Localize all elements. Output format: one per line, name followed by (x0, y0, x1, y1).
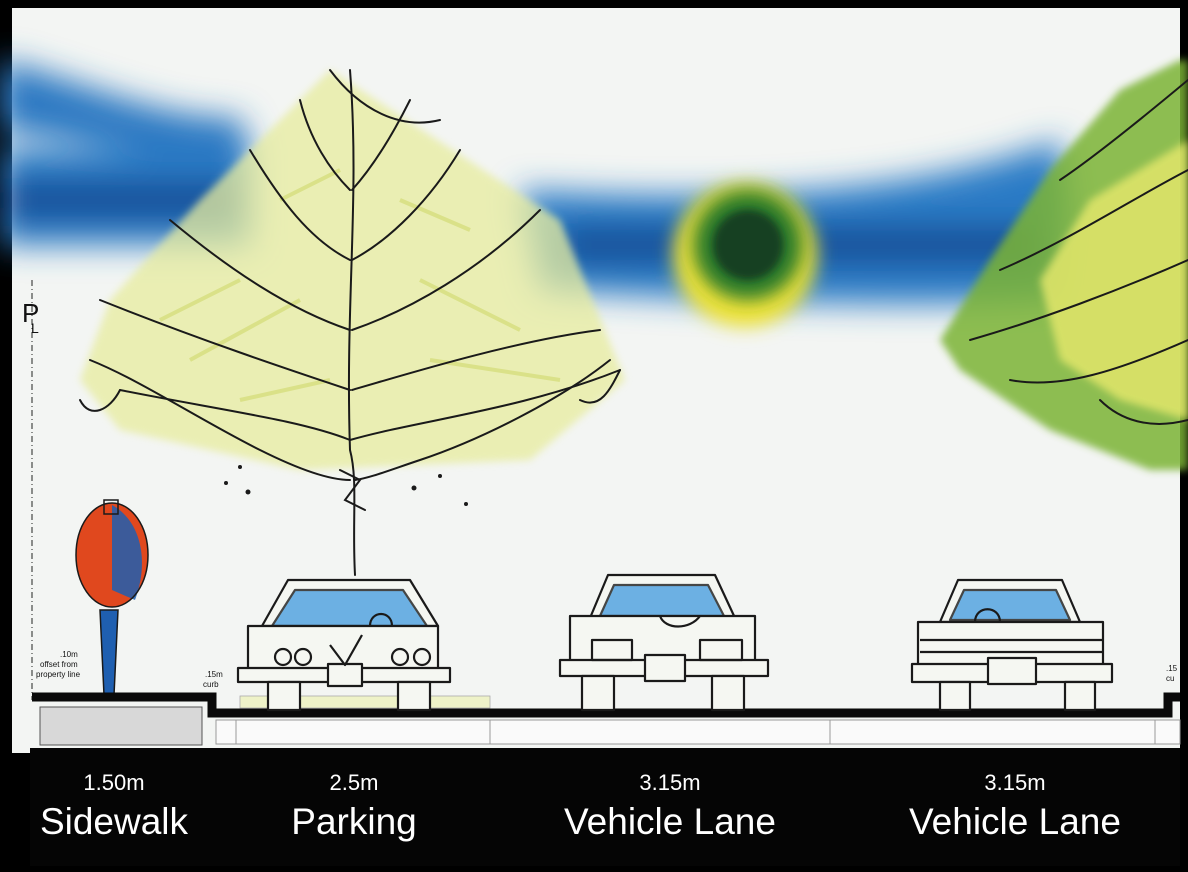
segment-width: 3.15m (639, 770, 701, 795)
curb-right-note-line1: .15 (1166, 664, 1178, 673)
curb-left-note-line2: curb (203, 680, 219, 689)
parked-car (236, 578, 452, 712)
street-tree-right (940, 60, 1188, 470)
segment-width: 3.15m (984, 770, 1046, 795)
segment-name: Vehicle Lane (564, 801, 776, 842)
curb-right-note-line2: cu (1166, 674, 1175, 683)
property-line-mark: P (22, 298, 40, 328)
curb-left-note-line1: .15m (205, 670, 223, 679)
segment-sidewalk: 1.50m Sidewalk (30, 748, 198, 866)
segment-parking: 2.5m Parking (270, 748, 438, 866)
property-line-mark-sub: L (31, 320, 39, 336)
segment-width: 1.50m (83, 770, 145, 795)
lane-car-1 (558, 573, 770, 712)
street-tree-left (79, 69, 625, 576)
segment-vehicle-lane-1: 3.15m Vehicle Lane (530, 748, 810, 866)
segment-width: 2.5m (329, 770, 379, 795)
segment-label-bar: 1.50m Sidewalk 2.5m Parking 3.15m Vehicl… (30, 748, 1180, 866)
lane-car-2 (910, 578, 1114, 712)
segment-name: Sidewalk (39, 801, 189, 842)
segment-name: Vehicle Lane (909, 801, 1121, 842)
segment-name: Parking (291, 801, 417, 842)
street-section-ground (32, 692, 1181, 746)
sun (673, 183, 817, 327)
offset-note-line1: .10m (60, 650, 78, 659)
offset-note-line2: offset from (40, 660, 78, 669)
pedestrian-figure (75, 499, 149, 696)
segment-vehicle-lane-2: 3.15m Vehicle Lane (875, 748, 1155, 866)
offset-note-line3: property line (36, 670, 81, 679)
